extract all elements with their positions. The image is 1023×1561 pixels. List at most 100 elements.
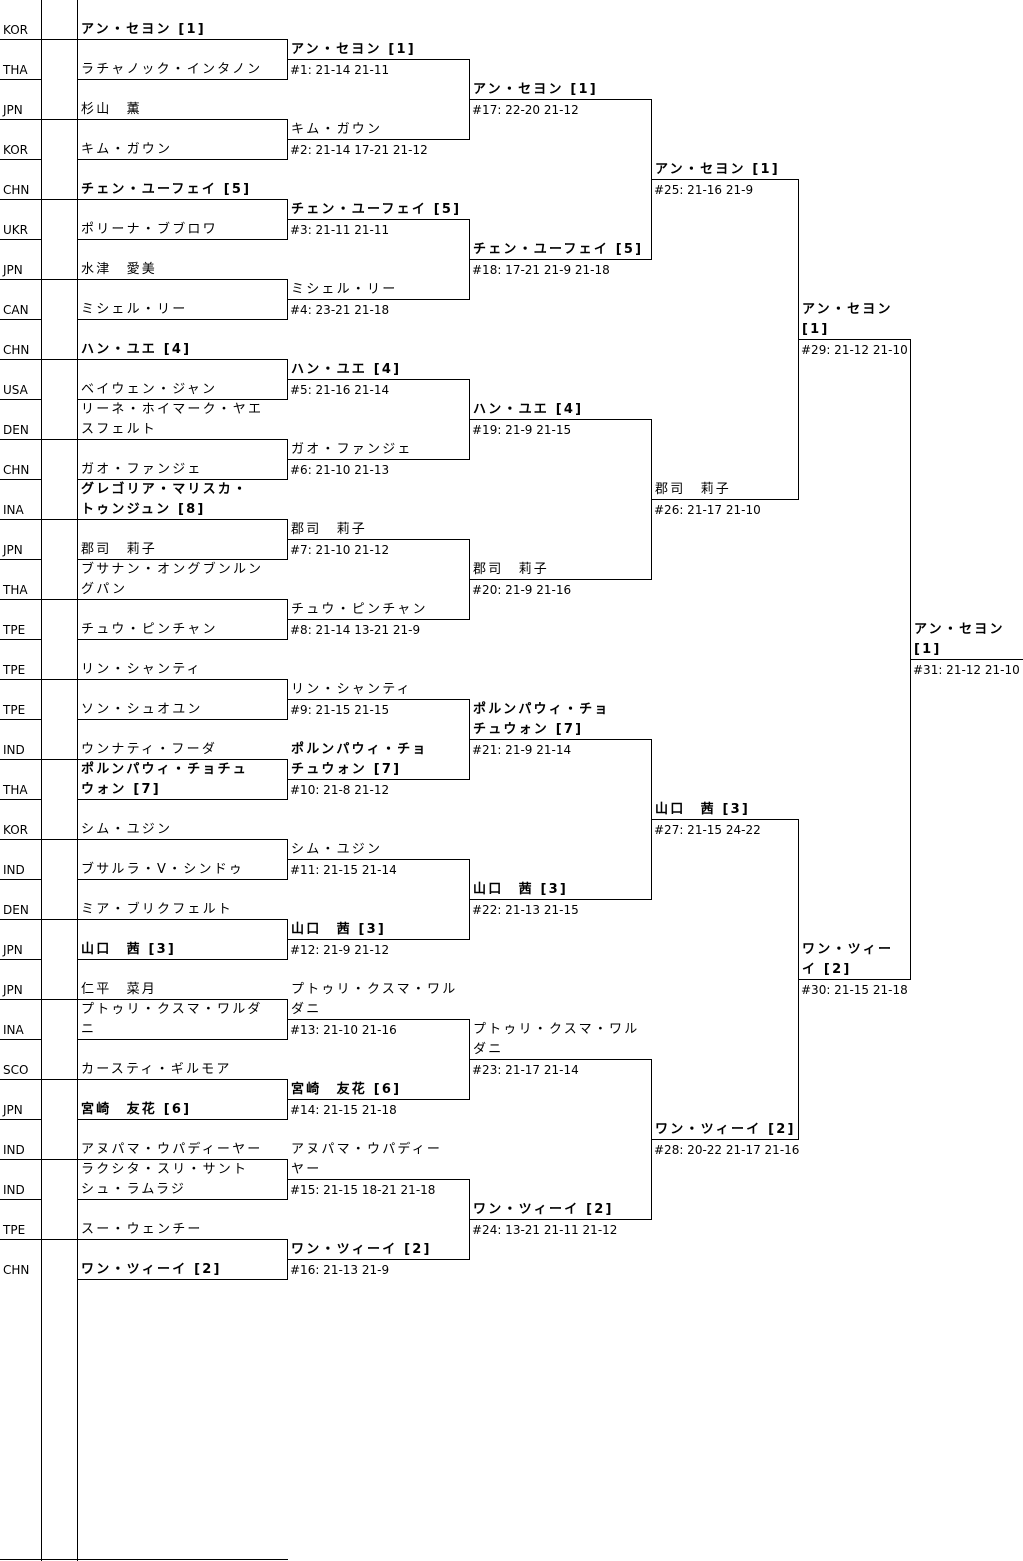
bracket-line — [288, 219, 470, 220]
player-name: カースティ・ギルモア — [81, 1062, 232, 1077]
bracket-line — [78, 839, 288, 840]
match-winner: [1] — [914, 642, 942, 657]
country-code: JPN — [3, 943, 23, 957]
country-code: JPN — [3, 103, 23, 117]
row-separator — [0, 879, 42, 880]
bracket-line — [288, 619, 470, 620]
match-winner: [1] — [802, 322, 830, 337]
bracket-line — [78, 1079, 288, 1080]
bracket-line — [287, 279, 288, 320]
player-name: シュ・ラムラジ — [81, 1182, 187, 1197]
country-code: CHN — [3, 1263, 30, 1277]
bracket-line — [287, 359, 288, 400]
match-winner: プトゥリ・クスマ・ワル — [473, 1022, 640, 1037]
player-name: アン・セヨン [1] — [81, 22, 206, 37]
bracket-line — [78, 799, 288, 800]
player-name: ラクシタ・スリ・サント — [81, 1162, 249, 1177]
match-score: #5: 21-16 21-14 — [290, 383, 390, 397]
match-winner: チェン・ユーフェイ [5] — [291, 202, 462, 217]
player-name: ニ — [81, 1022, 97, 1037]
player-name: チュウ・ピンチャン — [81, 622, 218, 637]
match-score: #17: 22-20 21-12 — [472, 103, 579, 117]
match-winner: シム・ユジン — [291, 842, 383, 857]
match-winner: チュウォン [7] — [291, 762, 402, 777]
bracket-line — [287, 679, 288, 720]
bracket-line — [799, 979, 911, 980]
row-separator — [0, 399, 42, 400]
player-name: ベイウェン・ジャン — [81, 382, 218, 397]
bracket-line — [469, 699, 470, 780]
row-separator — [0, 639, 42, 640]
country-code: CHN — [3, 343, 30, 357]
player-name: ミア・ブリクフェルト — [81, 902, 234, 917]
bracket-line — [470, 579, 652, 580]
match-score: #25: 21-16 21-9 — [654, 183, 754, 197]
row-separator — [0, 479, 42, 480]
bracket-line — [78, 39, 288, 40]
row-separator — [0, 519, 78, 520]
bracket-line — [470, 1059, 652, 1060]
bracket-line — [288, 939, 470, 940]
bracket-line — [651, 419, 652, 580]
player-name: スー・ウェンチー — [81, 1222, 203, 1237]
match-score: #26: 21-17 21-10 — [654, 503, 761, 517]
country-code: KOR — [3, 823, 28, 837]
row-separator — [0, 679, 78, 680]
name-column-divider — [77, 0, 78, 1561]
country-code: JPN — [3, 1103, 23, 1117]
bracket-line — [470, 1219, 652, 1220]
row-separator — [0, 799, 42, 800]
country-code: CHN — [3, 463, 30, 477]
country-code: USA — [3, 383, 28, 397]
bracket-line — [78, 679, 288, 680]
match-winner: アン・セヨン — [802, 302, 893, 317]
match-winner: キム・ガウン — [291, 122, 383, 137]
bracket-bottom-border — [0, 1559, 288, 1560]
match-score: #22: 21-13 21-15 — [472, 903, 579, 917]
country-code: THA — [3, 583, 28, 597]
match-winner: アン・セヨン [1] — [655, 162, 780, 177]
bracket-line — [78, 1199, 288, 1200]
match-winner: 郡司 莉子 — [291, 522, 368, 537]
bracket-line — [288, 779, 470, 780]
row-separator — [0, 439, 78, 440]
bracket-line — [287, 1239, 288, 1280]
match-winner: アン・セヨン — [914, 622, 1005, 637]
match-score: #30: 21-15 21-18 — [801, 983, 908, 997]
bracket-line — [78, 319, 288, 320]
bracket-line — [287, 1079, 288, 1120]
player-name: ガオ・ファンジェ — [81, 462, 203, 477]
bracket-line — [78, 919, 288, 920]
row-separator — [0, 279, 78, 280]
row-separator — [0, 1239, 78, 1240]
row-separator — [0, 79, 42, 80]
match-winner: ヤー — [291, 1162, 322, 1177]
row-separator — [0, 1199, 42, 1200]
row-separator — [0, 319, 42, 320]
bracket-line — [469, 1179, 470, 1260]
bracket-line — [651, 99, 652, 260]
row-separator — [0, 599, 78, 600]
match-winner: チェン・ユーフェイ [5] — [473, 242, 644, 257]
match-score: #28: 20-22 21-17 21-16 — [654, 1143, 800, 1157]
bracket-line — [652, 819, 799, 820]
match-winner: 山口 茜 [3] — [473, 882, 569, 897]
row-separator — [0, 839, 78, 840]
match-score: #14: 21-15 21-18 — [290, 1103, 397, 1117]
bracket-line — [78, 1119, 288, 1120]
row-separator — [0, 119, 78, 120]
match-winner: チュウ・ピンチャン — [291, 602, 428, 617]
bracket-line — [651, 1059, 652, 1220]
bracket-line — [287, 39, 288, 80]
bracket-line — [78, 759, 288, 760]
country-code: TPE — [3, 623, 26, 637]
match-score: #1: 21-14 21-11 — [290, 63, 390, 77]
bracket-line — [287, 759, 288, 800]
bracket-line — [652, 1139, 799, 1140]
player-name: 山口 茜 [3] — [81, 942, 177, 957]
country-code: IND — [3, 743, 25, 757]
bracket-line — [287, 199, 288, 240]
match-score: #12: 21-9 21-12 — [290, 943, 390, 957]
match-winner: ワン・ツィーイ [2] — [473, 1202, 614, 1217]
player-name: ソン・シュオユン — [81, 702, 203, 717]
